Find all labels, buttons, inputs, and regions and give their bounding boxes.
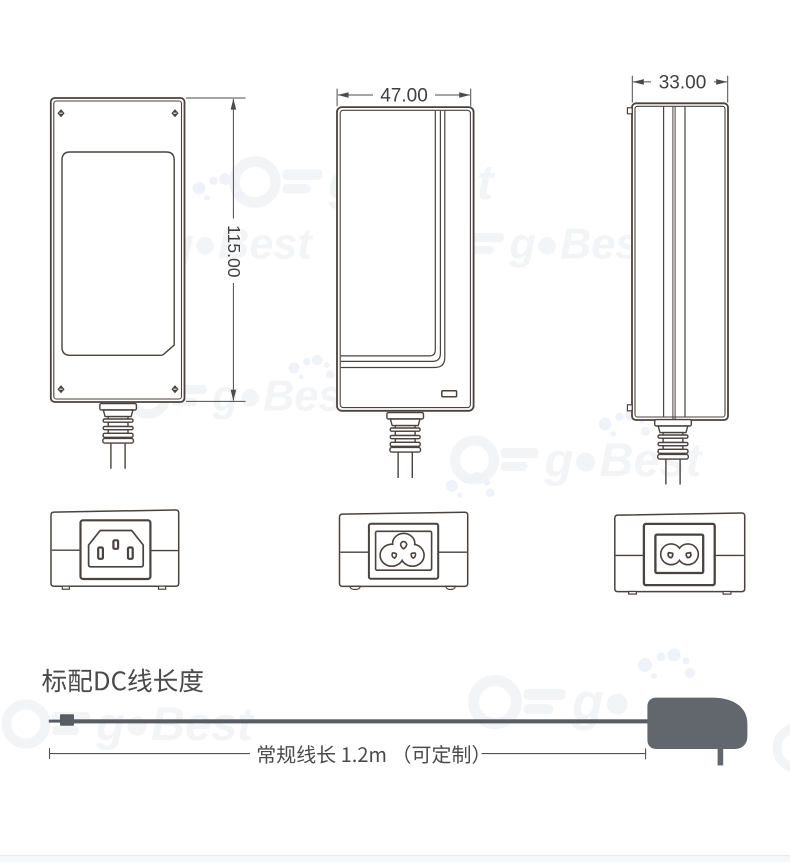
svg-text:47.00: 47.00: [380, 85, 428, 106]
svg-text:33.00: 33.00: [659, 73, 707, 94]
svg-text:115.00: 115.00: [224, 225, 244, 278]
